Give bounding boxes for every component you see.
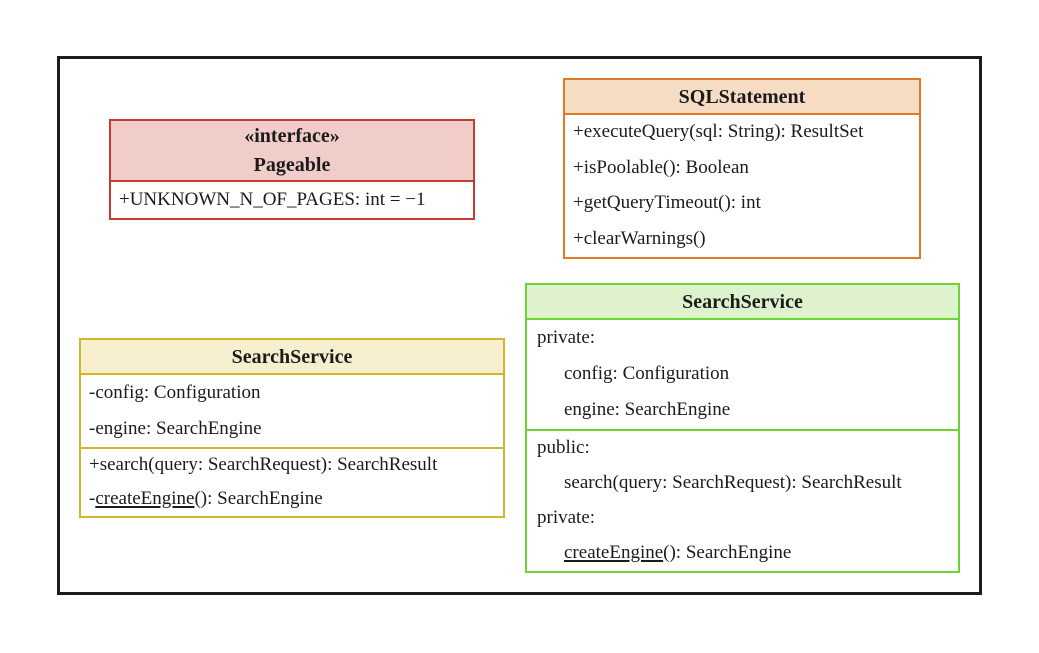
method-line-static: createEngine(): SearchEngine	[537, 542, 948, 565]
searchservice-green-attributes-section: private: config: Configuration engine: S…	[527, 320, 958, 429]
method-line: +getQueryTimeout(): int	[573, 192, 761, 214]
attribute-line: engine: SearchEngine	[564, 399, 731, 421]
sqlstatement-class-name: SQLStatement	[678, 85, 806, 108]
method-prefix: -	[89, 487, 96, 509]
pageable-class-name: Pageable	[253, 153, 331, 176]
pageable-header: «interface» Pageable	[111, 121, 473, 182]
searchservice-yellow-attributes-section: -config: Configuration -engine: SearchEn…	[81, 375, 503, 447]
sqlstatement-header: SQLStatement	[565, 80, 919, 115]
sqlstatement-methods-section: +executeQuery(sql: String): ResultSet +i…	[565, 115, 919, 257]
method-line: +executeQuery(sql: String): ResultSet	[573, 121, 864, 143]
class-box-searchservice-green: SearchService private: config: Configura…	[525, 283, 960, 573]
method-line: +clearWarnings()	[573, 227, 706, 249]
method-line: +search(query: SearchRequest): SearchRes…	[89, 454, 438, 476]
searchservice-yellow-header: SearchService	[81, 340, 503, 375]
visibility-label: public:	[537, 437, 590, 459]
class-box-pageable: «interface» Pageable +UNKNOWN_N_OF_PAGES…	[109, 119, 475, 220]
searchservice-green-header: SearchService	[527, 285, 958, 320]
searchservice-yellow-methods-section: +search(query: SearchRequest): SearchRes…	[81, 447, 503, 516]
static-method-name: createEngine	[564, 542, 664, 564]
class-box-sqlstatement: SQLStatement +executeQuery(sql: String):…	[563, 78, 921, 259]
searchservice-green-methods-section: public: search(query: SearchRequest): Se…	[527, 429, 958, 571]
visibility-label: private:	[537, 507, 596, 529]
attribute-line: -engine: SearchEngine	[89, 417, 262, 439]
method-suffix: (): SearchEngine	[663, 542, 792, 564]
searchservice-green-class-name: SearchService	[682, 290, 803, 313]
method-line: +isPoolable(): Boolean	[573, 156, 749, 178]
method-line-static: -createEngine(): SearchEngine	[89, 488, 495, 511]
attribute-line: config: Configuration	[564, 363, 730, 385]
pageable-attributes-section: +UNKNOWN_N_OF_PAGES: int = −1	[111, 182, 473, 218]
method-line: search(query: SearchRequest): SearchResu…	[564, 472, 902, 494]
searchservice-yellow-class-name: SearchService	[231, 345, 353, 368]
visibility-label: private:	[537, 326, 596, 348]
attribute-line: -config: Configuration	[89, 381, 261, 403]
static-method-name: createEngine	[95, 487, 195, 509]
pageable-stereotype: «interface»	[244, 124, 340, 147]
attribute-line: +UNKNOWN_N_OF_PAGES: int = −1	[119, 188, 426, 210]
method-suffix: (): SearchEngine	[194, 487, 323, 509]
class-box-searchservice-yellow: SearchService -config: Configuration -en…	[79, 338, 505, 518]
